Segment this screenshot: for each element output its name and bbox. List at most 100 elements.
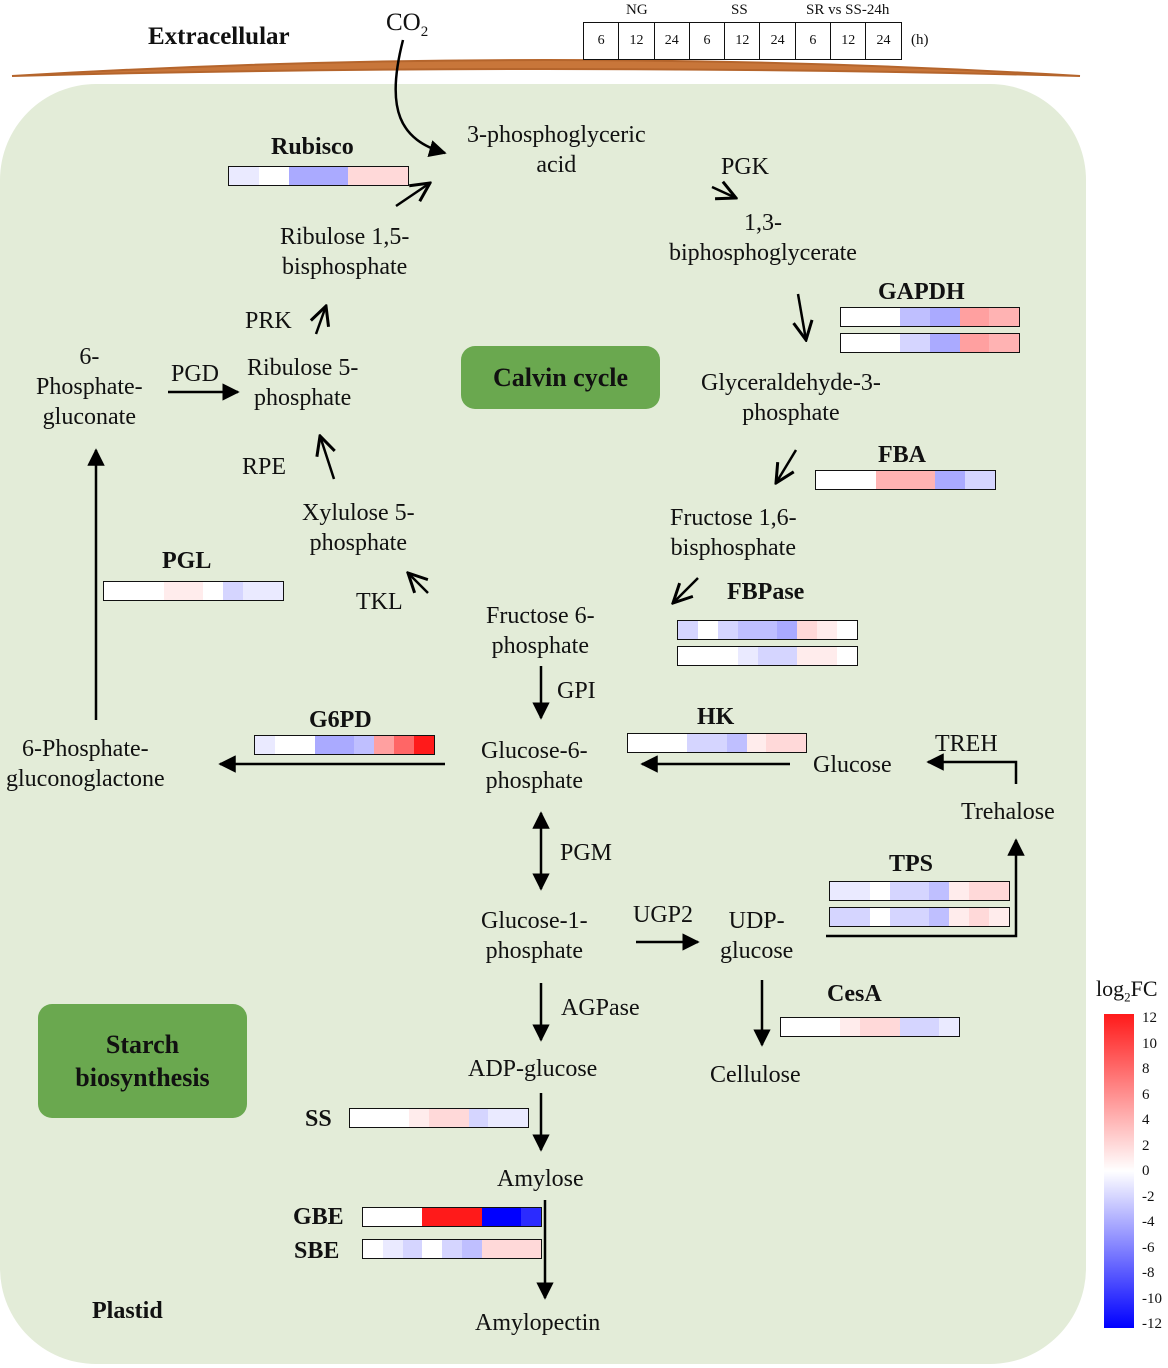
legend-tick-label: -10 (1142, 1290, 1162, 1307)
enzyme-treh: TREH (935, 731, 998, 757)
heatmap-pgl (103, 581, 284, 601)
heatmap-cell (508, 1109, 529, 1127)
heatmap-cell (841, 334, 871, 352)
heatmap-fbpase-1 (677, 620, 858, 640)
heatmap-cell (969, 908, 990, 926)
metabolite-fructose-1-6-bisphosphate: Fructose 1,6-bisphosphate (670, 505, 797, 561)
heatmap-cell (402, 1240, 423, 1258)
heatmap-cell (448, 1109, 469, 1127)
timeline-hour: 6 (794, 23, 830, 59)
heatmap-cell (687, 734, 708, 752)
heatmap-cell (717, 621, 738, 639)
heatmap-cell (929, 908, 950, 926)
heatmap-cell (930, 308, 960, 326)
heatmap-cell (647, 734, 668, 752)
metabolite-cellulose: Cellulose (710, 1062, 801, 1088)
legend-tick-label: 0 (1142, 1163, 1150, 1179)
heatmap-cell (841, 308, 871, 326)
heatmap-cell (402, 1208, 423, 1226)
gene-label-cesa: CesA (827, 981, 882, 1007)
heatmap-cell (949, 882, 970, 900)
heatmap-cell (817, 621, 838, 639)
heatmap-cell (797, 647, 818, 665)
heatmap-cell (394, 736, 415, 754)
heatmap-cell (363, 1208, 383, 1226)
heatmap-cell (369, 1109, 390, 1127)
heatmap-cell (350, 1109, 370, 1127)
timeline-hour: 24 (653, 23, 689, 59)
legend-color-bar (1104, 1014, 1134, 1328)
legend-tick-label: -2 (1142, 1188, 1155, 1205)
heatmap-cell (422, 1208, 443, 1226)
fbpase-arrow (673, 577, 699, 603)
heatmap-cell (414, 736, 435, 754)
heatmap-cell (678, 621, 698, 639)
heatmap-cell (737, 621, 758, 639)
gene-label-hk: HK (697, 704, 735, 730)
timeline-hour: 6 (597, 33, 605, 48)
heatmap-cell (389, 1109, 410, 1127)
heatmap-cell (726, 734, 747, 752)
legend-tick-label: -6 (1142, 1239, 1155, 1256)
heatmap-cell (939, 1018, 960, 1036)
heatmap-cell (667, 734, 688, 752)
heatmap-cell (143, 582, 164, 600)
heatmap-cell (521, 1208, 542, 1226)
metabolite-6-phosphate-gluconoglactone: 6-Phosphate-gluconoglactone (6, 736, 165, 792)
heatmap-cell (697, 621, 718, 639)
heatmap-gapdh-1 (840, 307, 1020, 327)
heatmap-cell (800, 1018, 821, 1036)
heatmap-cell (849, 882, 870, 900)
heatmap-cell (909, 882, 930, 900)
heatmap-cell (757, 647, 778, 665)
legend-tick-label: 4 (1142, 1112, 1150, 1128)
heatmap-cell (900, 334, 931, 352)
starch-biosynthesis-badge: Starch biosynthesis (38, 1004, 247, 1118)
rubp-to-pga-arrow (395, 183, 430, 208)
heatmap-cell (989, 308, 1020, 326)
heatmap-cell (461, 1208, 482, 1226)
heatmap-cell (223, 582, 244, 600)
heatmap-cell (870, 334, 901, 352)
heatmap-cell (378, 167, 408, 185)
gene-label-tps: TPS (889, 851, 934, 877)
legend-tick-label: 12 (1142, 1010, 1157, 1026)
heatmap-cell (382, 1240, 403, 1258)
heatmap-cell (869, 908, 890, 926)
heatmap-cell (183, 582, 204, 600)
gene-label-rubisco: Rubisco (271, 134, 354, 160)
legend-tick-label: -4 (1142, 1214, 1155, 1230)
heatmap-cell (820, 1018, 841, 1036)
heatmap-cell (348, 167, 379, 185)
heatmap-cell (797, 621, 818, 639)
tps-arrow (826, 838, 1025, 938)
heatmap-cell (501, 1208, 522, 1226)
gene-label-g6pd: G6PD (309, 707, 372, 733)
enzyme-pgm: PGM (560, 840, 613, 866)
metabolite-adp-glucose: ADP-glucose (468, 1056, 598, 1082)
heatmap-tps-1 (829, 881, 1010, 901)
heatmap-cell (481, 1208, 502, 1226)
timeline-hour: 12 (618, 23, 653, 59)
heatmap-cell (354, 736, 375, 754)
heatmap-cell (889, 908, 910, 926)
heatmap-cell (229, 167, 259, 185)
heatmap-cell (840, 1018, 861, 1036)
metabolite-glucose: Glucose (813, 752, 892, 778)
heatmap-cell (830, 882, 850, 900)
heatmap-g6pd (254, 735, 435, 755)
heatmap-cell (757, 621, 778, 639)
heatmap-cell (488, 1109, 509, 1127)
heatmap-cell (422, 1240, 443, 1258)
heatmap-cell (521, 1240, 542, 1258)
starch-label: Starch (105, 1030, 180, 1059)
heatmap-cell (870, 308, 901, 326)
heatmap-fbpase-2 (677, 646, 858, 666)
gene-label-fbpase: FBPase (727, 579, 805, 605)
metabolite-amylopectin: Amylopectin (475, 1310, 601, 1336)
heatmap-cell (837, 647, 858, 665)
heatmap-cell (777, 621, 798, 639)
enzyme-rpe: RPE (242, 454, 287, 480)
